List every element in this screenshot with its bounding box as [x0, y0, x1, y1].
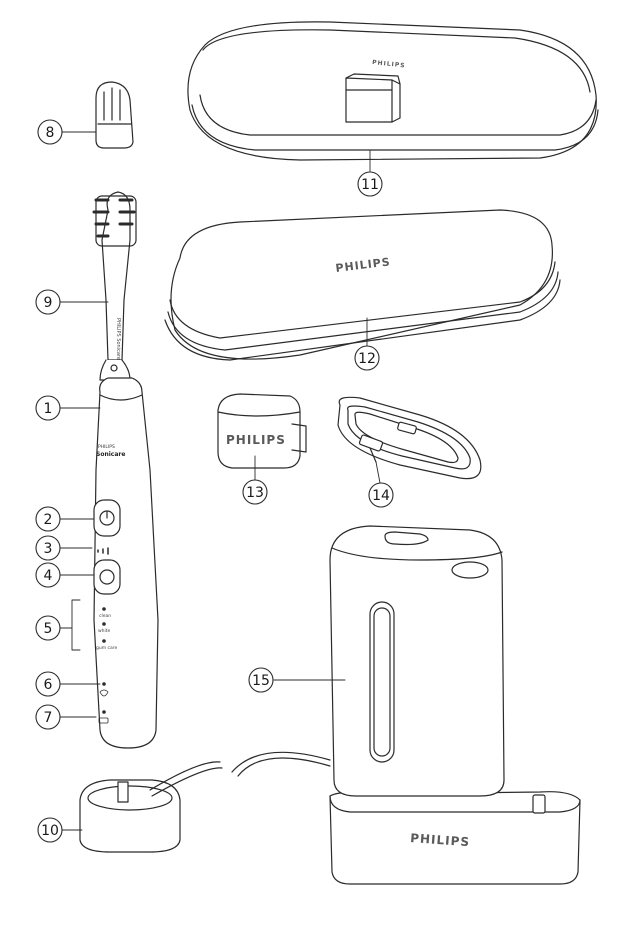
- callout-8: 8: [38, 120, 62, 144]
- callout-9-label: 9: [44, 295, 53, 311]
- callout-7-label: 7: [44, 710, 53, 726]
- protective-cap: [96, 82, 133, 148]
- callout-7: 7: [36, 705, 60, 729]
- callout-3: 3: [36, 536, 60, 560]
- callout-15-label: 15: [252, 673, 270, 689]
- usb-cable: [338, 397, 481, 478]
- travel-case-small: PHILIPS: [188, 22, 598, 160]
- handle-model: Sonicare: [96, 451, 125, 458]
- adapter-brand: PHILIPS: [226, 433, 286, 447]
- travel-case-large: PHILIPS: [165, 210, 560, 360]
- callout-1: 1: [36, 396, 60, 420]
- callout-6-label: 6: [44, 677, 53, 693]
- mode-label-clean: clean: [99, 613, 111, 619]
- charger: [80, 762, 222, 852]
- callout-2: 2: [36, 507, 60, 531]
- callout-12-label: 12: [358, 351, 376, 367]
- callout-11: 11: [358, 172, 382, 196]
- callout-10-label: 10: [41, 823, 59, 839]
- callout-4-label: 4: [44, 568, 53, 584]
- callout-13-label: 13: [246, 485, 264, 501]
- mode-label-white: white: [98, 628, 111, 634]
- toothbrush-handle: PHILIPS Sonicare clean white gum care: [94, 378, 158, 748]
- brush-head-brand: PHILIPS Sonicare: [115, 318, 121, 360]
- callout-2-label: 2: [44, 512, 53, 528]
- callout-5-label: 5: [44, 621, 53, 637]
- usb-adapter: PHILIPS: [218, 394, 306, 468]
- callout-14: 14: [369, 483, 393, 507]
- callout-12: 12: [355, 346, 379, 370]
- callout-13: 13: [243, 480, 267, 504]
- callout-15: 15: [249, 668, 273, 692]
- callout-4: 4: [36, 563, 60, 587]
- callout-1-label: 1: [44, 401, 53, 417]
- callout-14-label: 14: [372, 488, 390, 504]
- handle-brand: PHILIPS: [98, 444, 115, 450]
- callout-6: 6: [36, 672, 60, 696]
- mode-label-gum-care: gum care: [96, 645, 118, 651]
- uv-sanitizer: PHILIPS: [232, 526, 580, 884]
- callout-3-label: 3: [44, 541, 53, 557]
- callout-8-label: 8: [46, 125, 55, 141]
- brush-head: PHILIPS Sonicare: [94, 192, 136, 380]
- callout-11-label: 11: [361, 177, 379, 193]
- callout-5: 5: [36, 616, 60, 640]
- callout-9: 9: [36, 290, 60, 314]
- callout-10: 10: [38, 818, 62, 842]
